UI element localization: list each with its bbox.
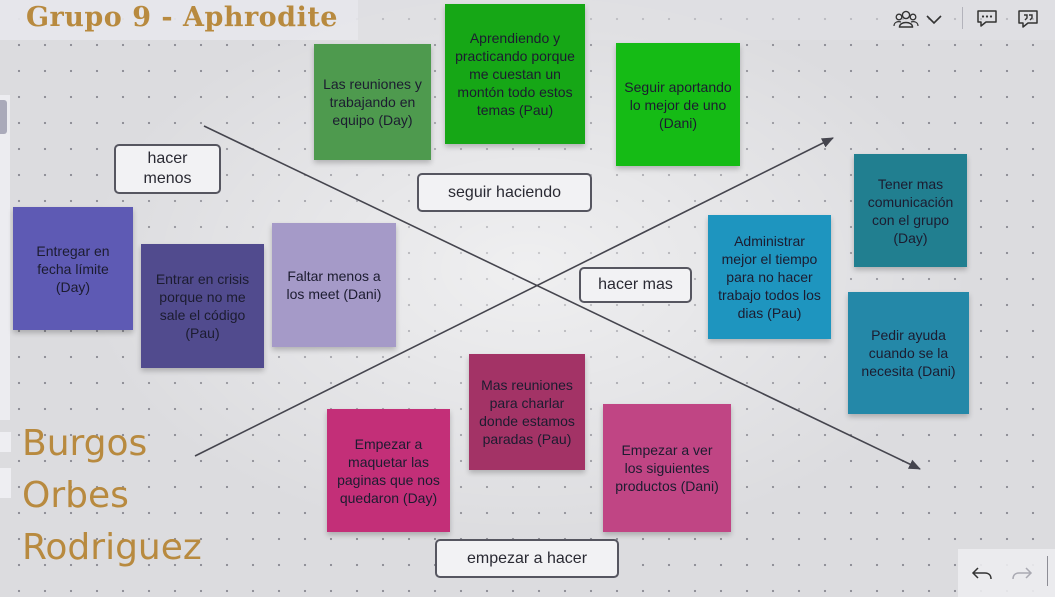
- member-name: Burgos: [22, 423, 148, 464]
- sticky-note-tener-mas-comunicacion[interactable]: Tener mas comunicación con el grupo (Day…: [854, 154, 967, 267]
- sticky-note-faltar-menos[interactable]: Faltar menos a los meet (Dani): [272, 223, 396, 347]
- participants-icon[interactable]: [893, 8, 919, 30]
- chevron-down-icon[interactable]: [924, 8, 944, 30]
- toolbar-separator: [962, 7, 963, 29]
- sticky-note-administrar-tiempo[interactable]: Administrar mejor el tiempo para no hace…: [708, 215, 831, 339]
- sticky-note-empezar-ver-productos[interactable]: Empezar a ver los siguientes productos (…: [603, 404, 731, 532]
- left-side-rail: [0, 95, 10, 420]
- sticky-note-seguir-aportando[interactable]: Seguir aportando lo mejor de uno (Dani): [616, 43, 740, 166]
- sticky-note-reuniones-equipo[interactable]: Las reuniones y trabajando en equipo (Da…: [314, 44, 431, 160]
- left-rail-handle[interactable]: [0, 100, 7, 134]
- board-title: Grupo 9 - Aphrodite: [26, 2, 338, 33]
- comments-icon[interactable]: [975, 8, 1001, 30]
- label-empezar-a-hacer[interactable]: empezar a hacer: [435, 539, 619, 578]
- arrow-down-right: [203, 125, 921, 470]
- undo-icon[interactable]: [970, 562, 994, 584]
- label-hacer-menos[interactable]: hacer menos: [114, 144, 221, 194]
- right-edge-divider: [1047, 556, 1048, 586]
- feedback-icon[interactable]: [1015, 8, 1041, 30]
- label-hacer-mas[interactable]: hacer mas: [579, 267, 692, 303]
- sticky-note-entregar-fecha[interactable]: Entregar en fecha límite (Day): [13, 207, 133, 330]
- sticky-note-mas-reuniones[interactable]: Mas reuniones para charlar donde estamos…: [469, 354, 585, 470]
- group-member-names: Burgos Orbes Rodriguez: [22, 418, 202, 574]
- left-rail-stub: [0, 468, 11, 498]
- redo-icon[interactable]: [1010, 562, 1034, 584]
- member-name: Orbes: [22, 475, 129, 516]
- sticky-note-aprendiendo[interactable]: Aprendiendo y practicando porque me cues…: [445, 4, 585, 144]
- arrow-up-right: [194, 137, 834, 457]
- title-box: Grupo 9 - Aphrodite: [0, 0, 358, 40]
- sticky-note-empezar-maquetar[interactable]: Empezar a maquetar las paginas que nos q…: [327, 409, 450, 532]
- sticky-note-pedir-ayuda[interactable]: Pedir ayuda cuando se la necesita (Dani): [848, 292, 969, 414]
- left-rail-stub: [0, 432, 11, 452]
- sticky-note-entrar-en-crisis[interactable]: Entrar en crisis porque no me sale el có…: [141, 244, 264, 368]
- member-name: Rodriguez: [22, 527, 202, 568]
- label-seguir-haciendo[interactable]: seguir haciendo: [417, 173, 592, 212]
